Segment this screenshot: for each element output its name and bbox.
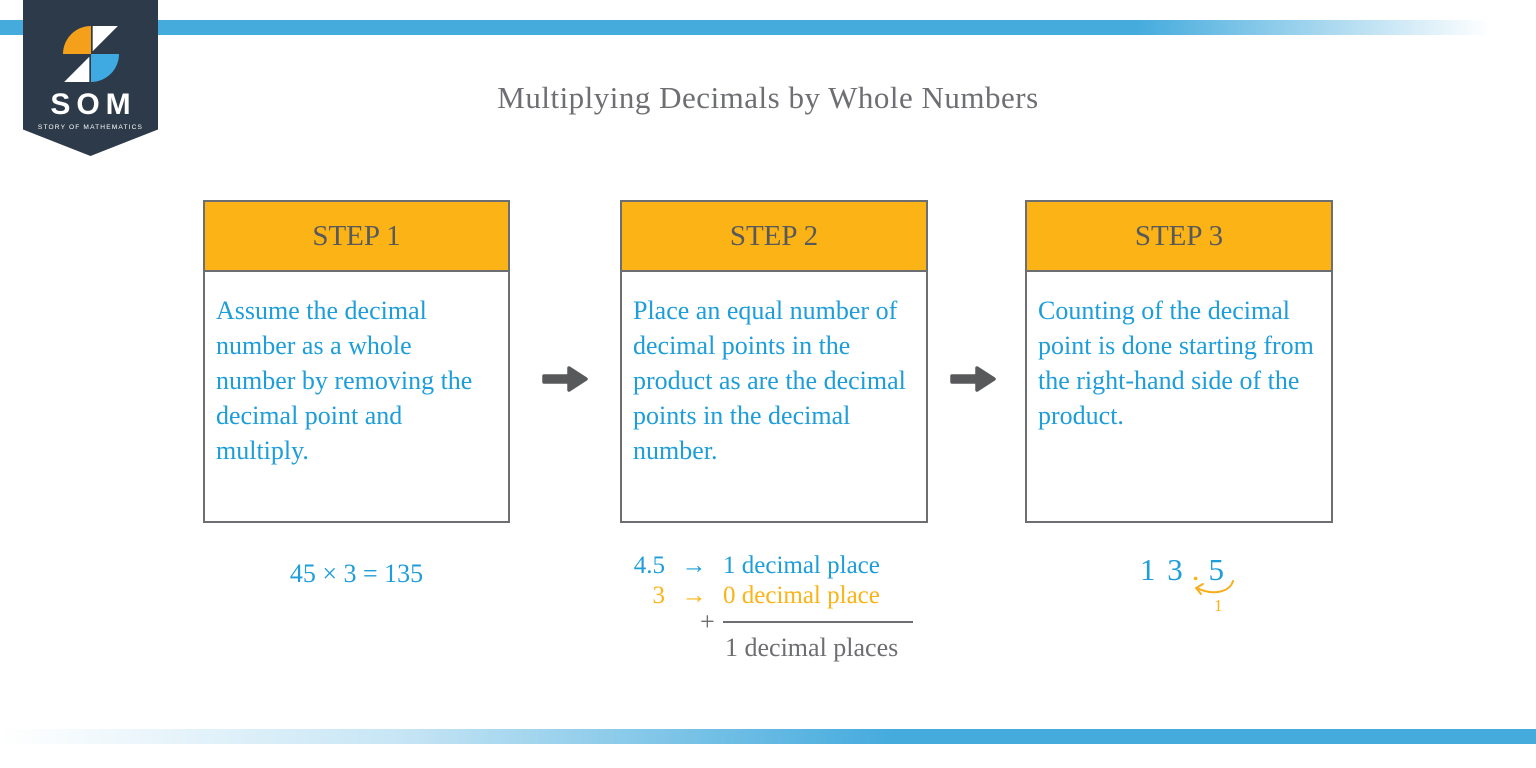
step2-description: Place an equal number of decimal points … (633, 296, 906, 465)
som-pinwheel-icon (62, 26, 119, 82)
logo-tagline: STORY OF MATHEMATICS (37, 124, 144, 131)
top-stripe (0, 20, 1536, 35)
factor-value: 3 (652, 582, 666, 609)
decimal-count-row-2: 3 → 0 decimal place (612, 581, 942, 611)
count-arc-arrow-icon (1195, 580, 1234, 595)
som-logo-badge: SOM STORY OF MATHEMATICS (23, 0, 158, 156)
step1-example: 45 × 3 = 135 (289, 559, 424, 588)
product-digits-left: 1 3 (1140, 552, 1185, 587)
right-arrow-icon: → (681, 552, 707, 579)
arrow-step1-to-step2-icon (542, 366, 588, 392)
step1-header: STEP 1 (205, 202, 508, 272)
sum-line (723, 620, 913, 623)
step3-description: Counting of the decimal point is done st… (1038, 296, 1314, 430)
right-arrow-icon: → (681, 582, 707, 609)
step2-box: STEP 2 Place an equal number of decimal … (620, 200, 928, 523)
step1-description: Assume the decimal number as a whole num… (216, 296, 473, 465)
step1-box: STEP 1 Assume the decimal number as a wh… (203, 200, 510, 523)
bottom-stripe (0, 729, 1536, 744)
step3-box: STEP 3 Counting of the decimal point is … (1025, 200, 1333, 523)
logo-text: SOM (50, 88, 137, 121)
decimal-count-label: 1 decimal place (723, 552, 880, 579)
step3-example: 1 3.5 1 (1140, 552, 1290, 632)
step2-example: 4.5 → 1 decimal place 3 → 0 decimal plac… (612, 551, 942, 663)
product-digit-right: 5 (1208, 552, 1226, 587)
plus-sign: + (700, 607, 715, 636)
page-title: Multiplying Decimals by Whole Numbers (497, 80, 1039, 115)
factor-value: 4.5 (633, 552, 665, 579)
decimal-places-total: 1 decimal places (725, 633, 899, 662)
count-value: 1 (1214, 596, 1223, 615)
decimal-count-row-1: 4.5 → 1 decimal place (612, 551, 942, 581)
sum-row: + (612, 607, 942, 636)
decimal-point: . (1191, 552, 1202, 587)
step3-header: STEP 3 (1027, 202, 1331, 272)
decimal-count-label: 0 decimal place (723, 582, 880, 609)
arrow-step2-to-step3-icon (950, 366, 996, 392)
step2-header: STEP 2 (622, 202, 926, 272)
